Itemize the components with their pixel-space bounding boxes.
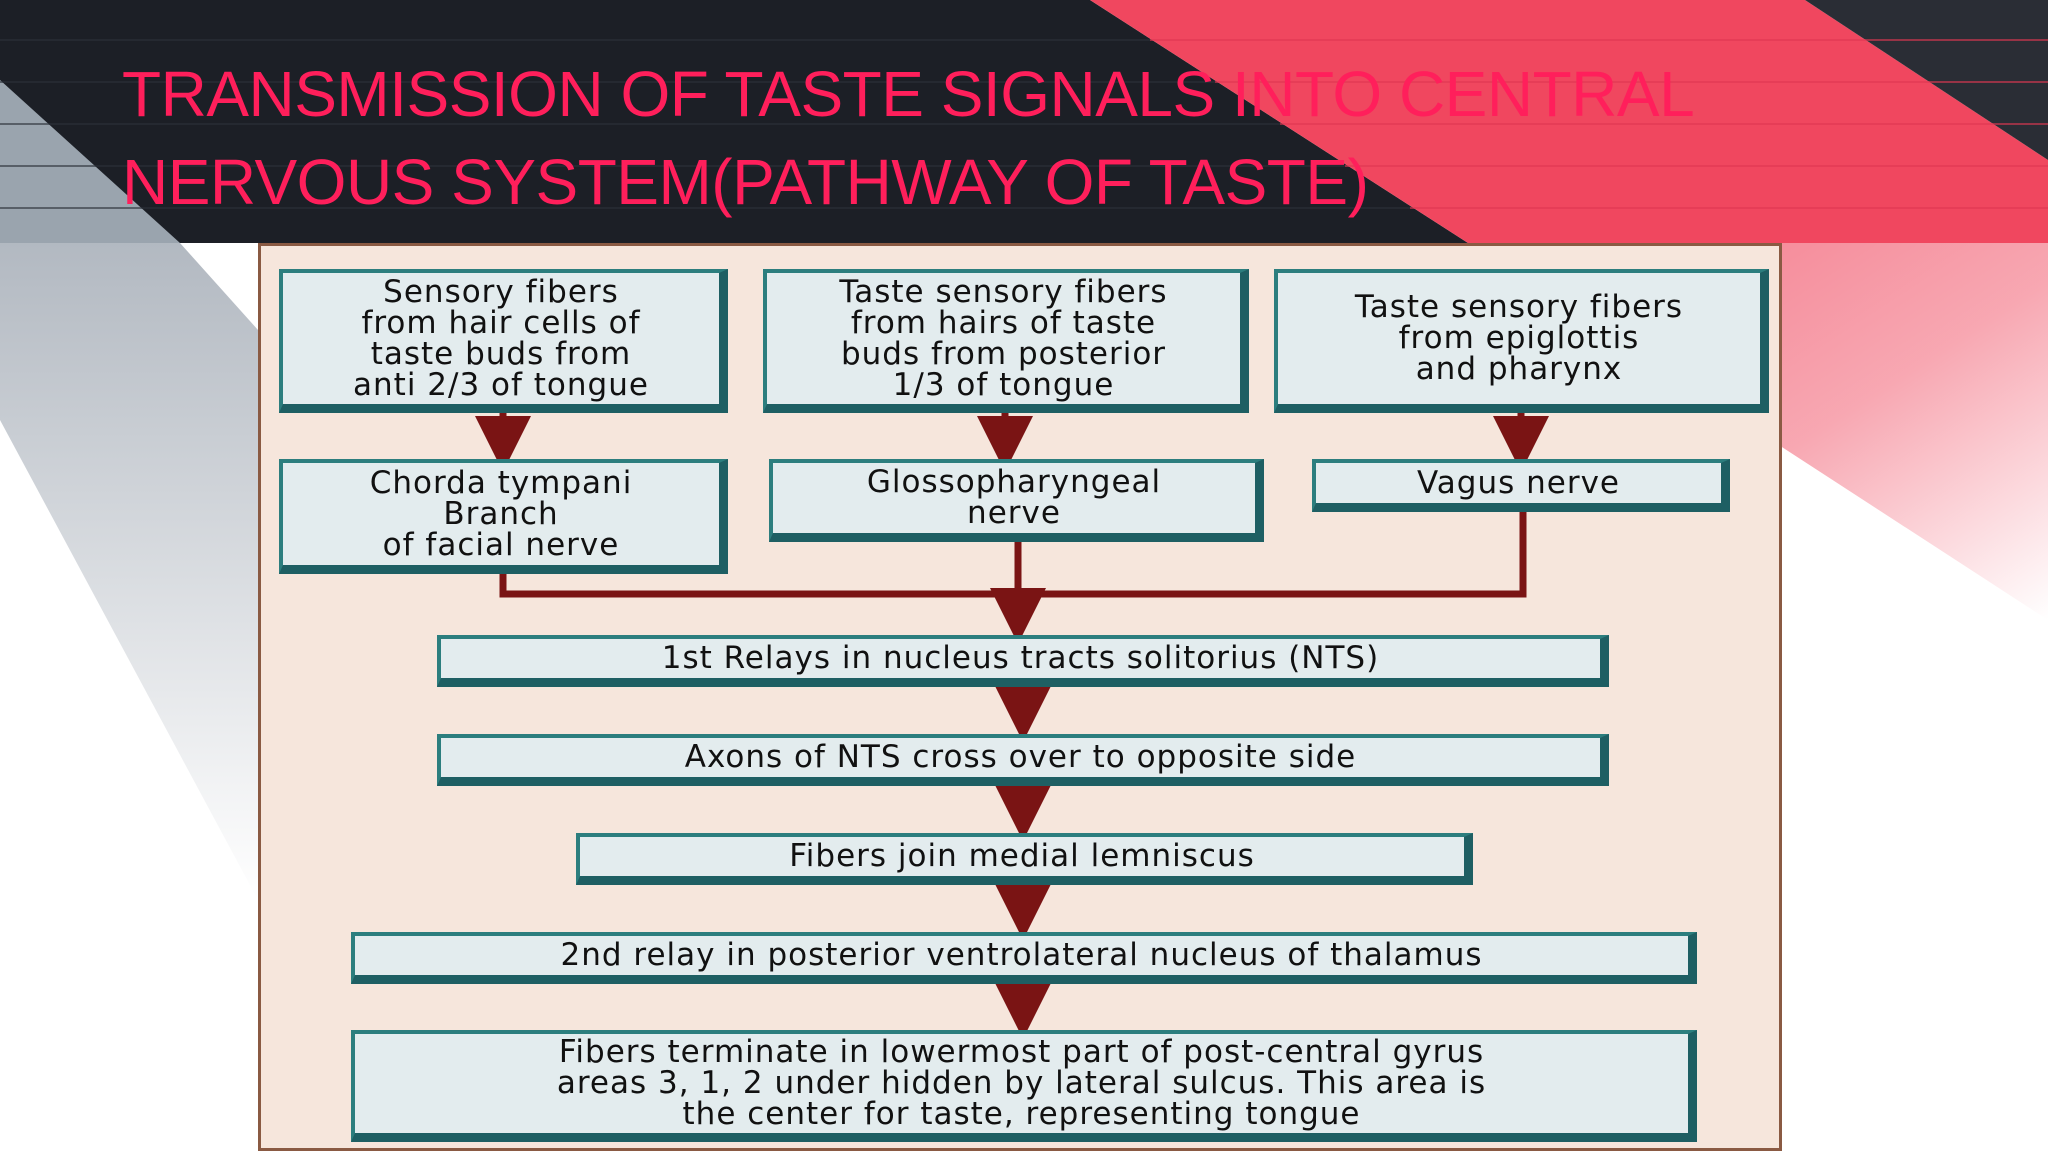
slide-title-line-1: TRANSMISSION OF TASTE SIGNALS INTO CENTR… [122,58,1695,130]
flow-connectors [475,411,1549,1039]
step-box-cortex-termination: Fibers terminate in lowermost part of po… [351,1030,1697,1142]
red-band [1090,0,2048,243]
left-grey-wedge [0,80,180,243]
taste-pathway-figure: Sensory fibers from hair cells of taste … [258,243,1782,1151]
slide-title-line-2: NERVOUS SYSTEM(PATHWAY OF TASTE) [122,146,1369,218]
step-box-medial-lemniscus: Fibers join medial lemniscus [576,833,1473,885]
line-vagus-to-junction [1018,508,1527,598]
step-box-nts-relay: 1st Relays in nucleus tracts solitorius … [437,635,1609,687]
step-box-nts-crossover: Axons of NTS cross over to opposite side [437,734,1609,786]
nerve-box-glossopharyngeal: Glossopharyngeal nerve [769,459,1264,542]
line-chorda-to-junction [499,572,1018,598]
left-fade-wedge [0,243,258,900]
nerve-box-vagus: Vagus nerve [1312,459,1730,512]
step-box-thalamus-relay: 2nd relay in posterior ventrolateral nuc… [351,932,1697,984]
brick-texture [0,39,1410,209]
source-box-epiglottis-pharynx: Taste sensory fibers from epiglottis and… [1274,269,1769,413]
source-box-anterior-tongue: Sensory fibers from hair cells of taste … [279,269,728,413]
nerve-box-chorda-tympani: Chorda tympani Branch of facial nerve [279,459,728,574]
source-box-posterior-tongue: Taste sensory fibers from hairs of taste… [763,269,1249,413]
dark-brick-band [0,0,1468,243]
